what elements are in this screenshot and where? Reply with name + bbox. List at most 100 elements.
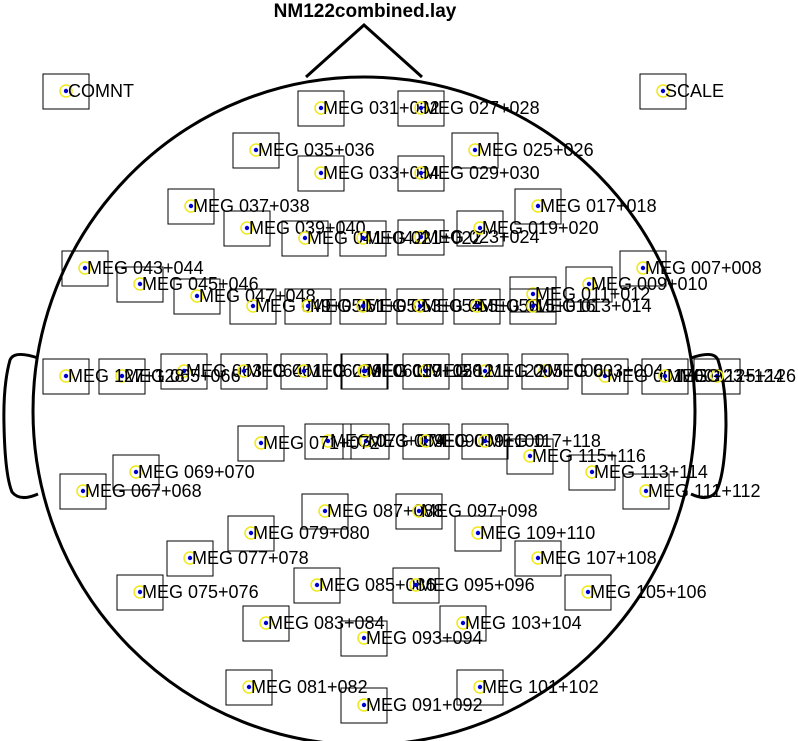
sensor-marker-ring [413, 299, 427, 313]
sensor-marker-dot [417, 303, 423, 309]
sensor-marker-ring [133, 585, 147, 599]
sensor-marker-ring [582, 277, 596, 291]
sensor-marker-dot [305, 303, 311, 309]
sensor-label: MEG 047+048 [199, 286, 316, 306]
sensor-label: MEG 029+030 [423, 163, 540, 183]
sensor-box [284, 288, 332, 325]
sensor-marker-dot [80, 488, 86, 494]
sensor-meg-015-016: MEG 015+016 [453, 288, 596, 325]
sensor-marker-dot [194, 293, 200, 299]
sensor-marker-dot [133, 469, 139, 475]
sensor-label: MEG 015+016 [479, 296, 596, 316]
sensor-meg-107-108: MEG 107+108 [514, 540, 657, 577]
sensor-label: MEG 027+028 [423, 98, 540, 118]
sensor-meg-075-076: MEG 075+076 [116, 574, 259, 611]
sensor-label: MEG 073+074 [330, 431, 447, 451]
sensor-label: MEG 077+078 [192, 548, 309, 568]
sensor-label: MEG 103+104 [465, 613, 582, 633]
sensor-box [581, 358, 629, 395]
sensor-box [565, 266, 613, 303]
sensor-meg-093-094: MEG 093+094 [340, 620, 483, 657]
sensor-meg-053-054: MEG 053+054 [339, 288, 482, 325]
sensor-marker-dot [527, 453, 533, 459]
sensor-box [232, 132, 280, 169]
sensor-label: MEG 023+024 [423, 227, 540, 247]
sensor-label: MEG 113+114 [594, 462, 708, 482]
sensor-label: MEG 011+012 [535, 284, 650, 304]
sensor-label: MEG 019+020 [482, 218, 599, 238]
head-circle [31, 75, 697, 741]
sensor-marker-dot [241, 368, 247, 374]
sensor-marker-ring [414, 230, 428, 244]
sensor-meg-081-082: MEG 081+082 [225, 669, 368, 706]
sensor-marker-dot [188, 203, 194, 209]
sensor-marker-ring [478, 434, 492, 448]
sensor-meg-125-126: MEG 125+126 [679, 358, 796, 395]
sensor-label: MEG 079+080 [253, 523, 370, 543]
sensor-label: MEG 025+026 [477, 140, 594, 160]
sensor-marker-ring [242, 680, 256, 694]
sensor-meg-073-074: MEG 073+074 [304, 423, 447, 460]
sensor-meg-025-026: MEG 025+026 [451, 132, 594, 169]
sensor-label: MEG 087+088 [327, 501, 444, 521]
sensor-marker-ring [190, 289, 204, 303]
sensor-marker-dot [535, 203, 541, 209]
sensor-marker-ring [259, 616, 273, 630]
sensor-marker-ring [314, 166, 328, 180]
sensor-label: MEG 085+086 [319, 575, 436, 595]
sensor-scale: SCALE [639, 73, 724, 110]
sensor-box [564, 574, 612, 611]
sensor-label: MEG 069+070 [138, 462, 255, 482]
sensor-box [160, 353, 208, 390]
sensor-meg-077-078: MEG 077+078 [166, 540, 309, 577]
sensor-marker-dot [660, 88, 666, 94]
sensor-box [225, 669, 273, 706]
sensor-marker-ring [598, 369, 612, 383]
sensor-label: MEG 081+082 [251, 677, 368, 697]
sensor-meg-067-068: MEG 067+068 [59, 473, 202, 510]
sensor-label: MEG 013+014 [535, 296, 652, 316]
sensor-marker-ring [523, 449, 537, 463]
sensor-meg-005-006: MEG 005+006 [461, 353, 604, 390]
sensor-meg-039-040: MEG 039+040 [223, 210, 366, 247]
sensor-box [166, 540, 214, 577]
sensor-label: MEG 125+126 [679, 366, 796, 386]
sensor-marker-dot [477, 684, 483, 690]
sensor-meg-033-034: MEG 033+034 [297, 155, 440, 192]
sensor-meg-023-024: MEG 023+024 [397, 219, 540, 256]
sensor-box [451, 132, 499, 169]
sensor-marker-ring [639, 484, 653, 498]
sensor-marker-dot [137, 589, 143, 595]
sensor-marker-dot [360, 235, 366, 241]
sensor-box [223, 210, 271, 247]
right-ear [690, 353, 728, 499]
sensor-marker-ring [409, 578, 423, 592]
sensor-marker-dot [322, 508, 328, 514]
sensor-marker-dot [187, 555, 193, 561]
sensor-label: MEG 071+072 [263, 433, 380, 453]
sensor-meg-017-018: MEG 017+018 [514, 188, 657, 225]
sensor-meg-021-022: MEG 021+022 [339, 220, 482, 257]
sensor-meg-029-030: MEG 029+030 [397, 155, 540, 192]
sensor-marker-ring [414, 166, 428, 180]
sensor-marker-ring [298, 231, 312, 245]
sensor-marker-ring [183, 551, 197, 565]
sensor-label: MEG 101+102 [482, 677, 599, 697]
sensor-box [59, 473, 107, 510]
sensor-marker-dot [418, 105, 424, 111]
sensor-marker-dot [63, 88, 69, 94]
sensor-marker-ring [357, 631, 371, 645]
sensor-box [229, 288, 277, 325]
sensor-marker-dot [640, 265, 646, 271]
sensor-label: MEG 093+094 [366, 628, 483, 648]
sensor-meg-043-044: MEG 043+044 [61, 250, 204, 287]
sensor-marker-dot [362, 368, 368, 374]
sensor-box [98, 358, 146, 395]
sensor-box [220, 353, 268, 390]
sensor-box [402, 423, 450, 460]
sensor-label: MEG 017+018 [540, 196, 657, 216]
sensor-marker-dot [460, 620, 466, 626]
sensor-label: MEG 035+036 [258, 140, 375, 160]
sensor-marker-ring [177, 364, 191, 378]
sensor-marker-ring [585, 465, 599, 479]
